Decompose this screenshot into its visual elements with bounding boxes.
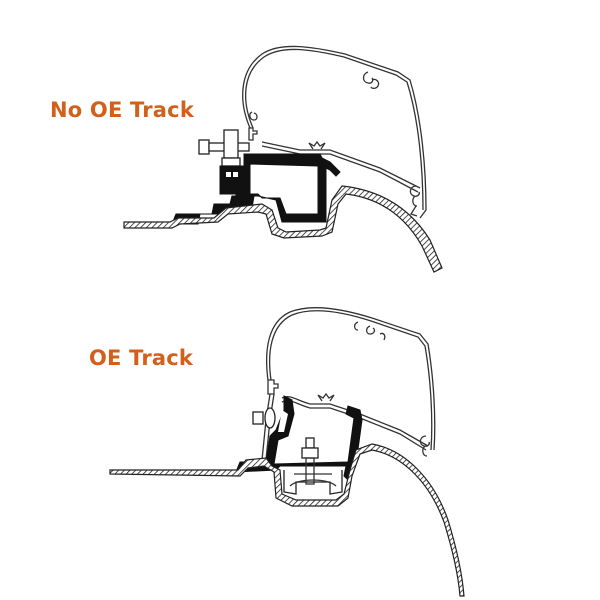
diagram-no-oe-track (123, 45, 443, 273)
van-roof-top (123, 185, 443, 273)
oe-track-channel (283, 457, 343, 495)
bracket-body-top (171, 153, 341, 225)
label-no-oe-track: No OE Track (50, 98, 194, 122)
awning-cover-top (242, 45, 427, 219)
awning-cover-bottom (265, 307, 436, 457)
van-roof-bottom (109, 443, 465, 597)
rail-slope-top (261, 141, 421, 189)
diagram-oe-track (109, 307, 465, 597)
bolt-top (198, 129, 250, 159)
label-oe-track: OE Track (89, 346, 194, 370)
